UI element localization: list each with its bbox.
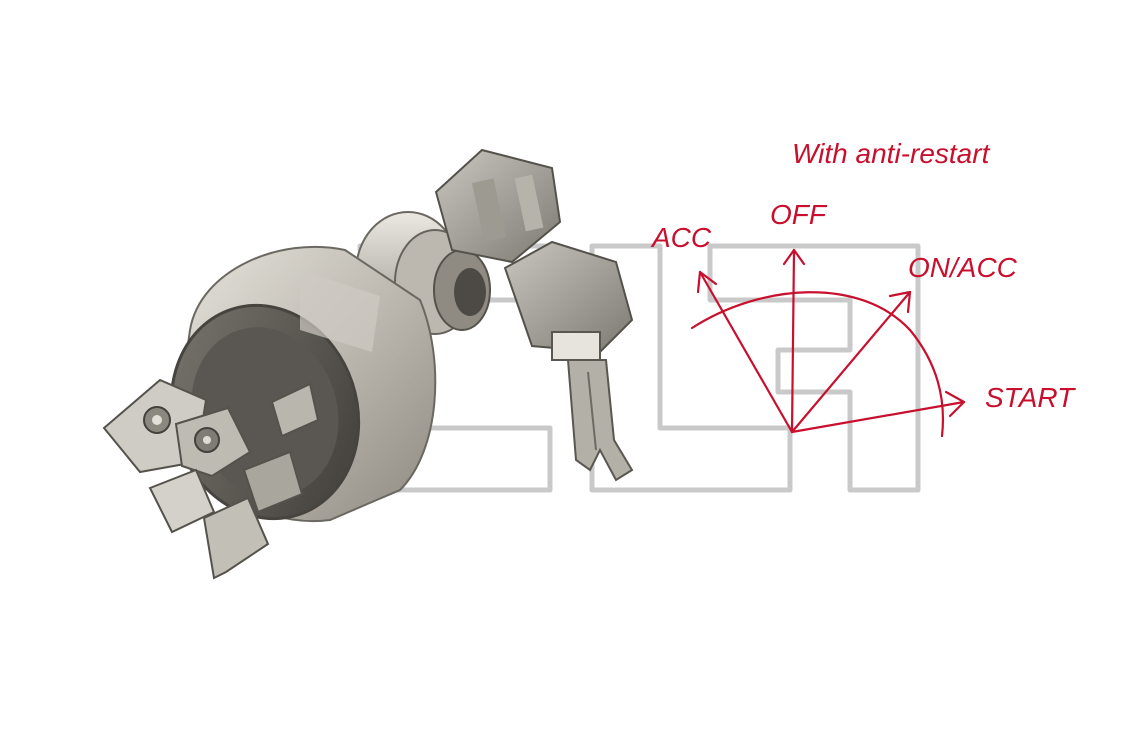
position-label-start: START xyxy=(985,382,1075,413)
position-label-off: OFF xyxy=(770,199,826,230)
switch-terminals xyxy=(102,378,320,580)
key-rear xyxy=(434,148,562,264)
watermark-glyph-3 xyxy=(707,243,921,493)
position-label-acc: ACC xyxy=(652,222,712,253)
key-front xyxy=(503,240,634,482)
ignition-switch-photo xyxy=(102,148,634,580)
position-label-on-acc: ON/ACC xyxy=(908,252,1017,283)
off-arrow xyxy=(782,248,806,434)
start-arrow xyxy=(790,390,966,434)
position-diagram xyxy=(690,248,966,438)
on-acc-arrow xyxy=(790,290,912,434)
acc-arrow xyxy=(696,270,794,434)
diagram-title: With anti-restart xyxy=(792,138,990,169)
rotation-arc xyxy=(690,291,945,438)
